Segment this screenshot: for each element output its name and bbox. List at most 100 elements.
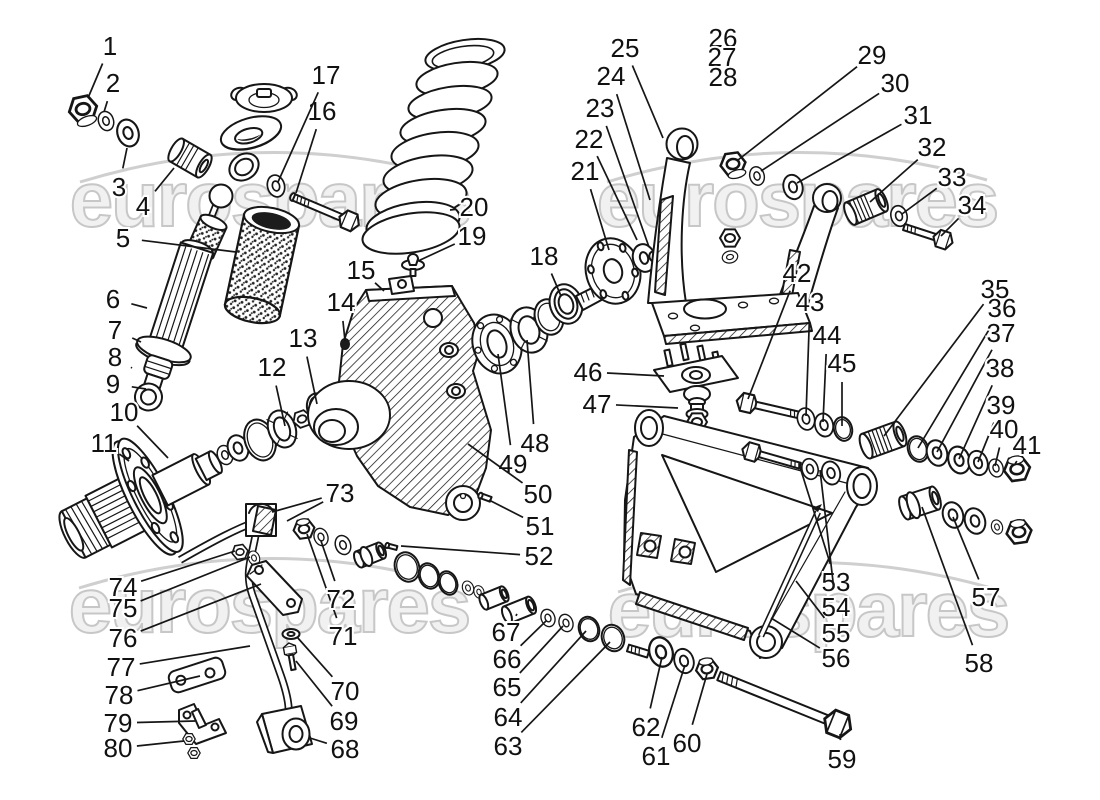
leader-line: [139, 645, 251, 665]
watermark-swoosh: [606, 151, 988, 184]
leader-line: [526, 339, 535, 425]
bar-clamp-73: [245, 502, 277, 537]
callout-number-73: 73: [326, 478, 355, 508]
nut-80b: [187, 747, 201, 759]
drop-link-chain: [291, 517, 651, 659]
nut-80a: [182, 733, 196, 745]
callout-number-24: 24: [597, 61, 626, 91]
callout-number-56: 56: [822, 643, 851, 673]
callout-number-54: 54: [822, 592, 851, 622]
bushing-row-57-58: [898, 485, 1035, 546]
callout-number-38: 38: [986, 353, 1015, 383]
threaded-stub: [625, 643, 651, 659]
callout-number-66: 66: [493, 644, 522, 674]
callout-number-8: 8: [108, 342, 122, 372]
callout-number-79: 79: [104, 708, 133, 738]
leader-line: [342, 320, 346, 342]
toe-link-rod: [758, 504, 822, 638]
leader-line: [131, 337, 142, 343]
callout-number-6: 6: [106, 284, 120, 314]
leader-line: [309, 737, 328, 745]
callout-number-37: 37: [987, 318, 1016, 348]
washer-70: [281, 628, 301, 640]
leader-line: [917, 323, 993, 449]
link-bracket-76: [246, 560, 303, 616]
callout-number-15: 15: [347, 255, 376, 285]
callout-number-53: 53: [822, 567, 851, 597]
callout-number-17: 17: [312, 60, 341, 90]
leader-line: [883, 303, 985, 437]
leader-line: [140, 550, 236, 582]
clamp-pin-52: [384, 541, 399, 551]
locknut: [65, 92, 101, 128]
callout-number-31: 31: [904, 100, 933, 130]
leader-line: [306, 356, 318, 405]
callout-number-32: 32: [918, 132, 947, 162]
leader-line: [519, 625, 564, 674]
leader-line: [131, 303, 148, 309]
callout-number-19: 19: [458, 221, 487, 251]
nyloc-nut: [1001, 454, 1033, 484]
callout-number-58: 58: [965, 648, 994, 678]
callout-layer: 1234567891011121314151617181920212223242…: [87, 21, 1043, 776]
callout-number-34: 34: [958, 190, 987, 220]
top-mount-cap: [230, 83, 298, 113]
callout-number-78: 78: [105, 680, 134, 710]
callout-number-57: 57: [972, 582, 1001, 612]
leader-line: [103, 100, 109, 113]
callout-number-16: 16: [308, 96, 337, 126]
leader-line: [747, 290, 791, 400]
knuckle-pinch-pin: [477, 491, 493, 503]
callout-number-48: 48: [521, 428, 550, 458]
callout-number-23: 23: [586, 93, 615, 123]
leader-line: [520, 630, 587, 704]
washer-large: [112, 115, 144, 151]
callout-number-14: 14: [327, 287, 356, 317]
callout-number-28: 28: [709, 62, 738, 92]
pivot-bolt: [902, 222, 957, 252]
callout-number-4: 4: [136, 191, 150, 221]
callout-number-1: 1: [103, 31, 117, 61]
callout-number-55: 55: [822, 618, 851, 648]
leader-line: [605, 125, 650, 248]
callout-number-7: 7: [108, 315, 122, 345]
wheel-hub: [58, 437, 223, 559]
callout-number-25: 25: [611, 33, 640, 63]
leader-line: [417, 243, 456, 262]
spring-seat-dish: [219, 115, 283, 151]
callout-number-41: 41: [1013, 430, 1042, 460]
leader-line: [374, 282, 385, 292]
leader-line: [497, 353, 512, 446]
leader-line: [488, 499, 524, 519]
callout-number-68: 68: [331, 734, 360, 764]
callout-number-11: 11: [91, 428, 118, 458]
dust-boot: [223, 205, 301, 325]
hub-carrier-flange: [653, 342, 739, 393]
coil-spring: [361, 37, 506, 255]
leader-line: [952, 516, 980, 580]
leader-line: [936, 349, 993, 453]
callout-number-43: 43: [796, 287, 825, 317]
leader-line: [286, 501, 324, 522]
leader-line: [869, 158, 919, 203]
taper-bearing: [266, 409, 298, 449]
leader-line: [770, 617, 821, 649]
leader-line: [87, 63, 104, 99]
callout-number-27: 27: [708, 42, 737, 72]
callout-number-12: 12: [258, 352, 287, 382]
leader-line: [131, 386, 147, 390]
callout-number-36: 36: [988, 293, 1017, 323]
callout-number-67: 67: [492, 617, 521, 647]
leader-line: [296, 636, 334, 678]
callout-number-33: 33: [938, 162, 967, 192]
stub-axle: [575, 234, 670, 311]
leader-line: [449, 208, 456, 211]
leader-line: [615, 404, 679, 409]
wheel-bearing: [471, 313, 523, 375]
callout-number-9: 9: [106, 369, 120, 399]
callout-number-45: 45: [828, 348, 857, 378]
bar-bush-mount-68: [256, 705, 313, 754]
leader-line: [137, 675, 201, 692]
callout-number-69: 69: [330, 706, 359, 736]
callout-number-76: 76: [109, 623, 138, 653]
